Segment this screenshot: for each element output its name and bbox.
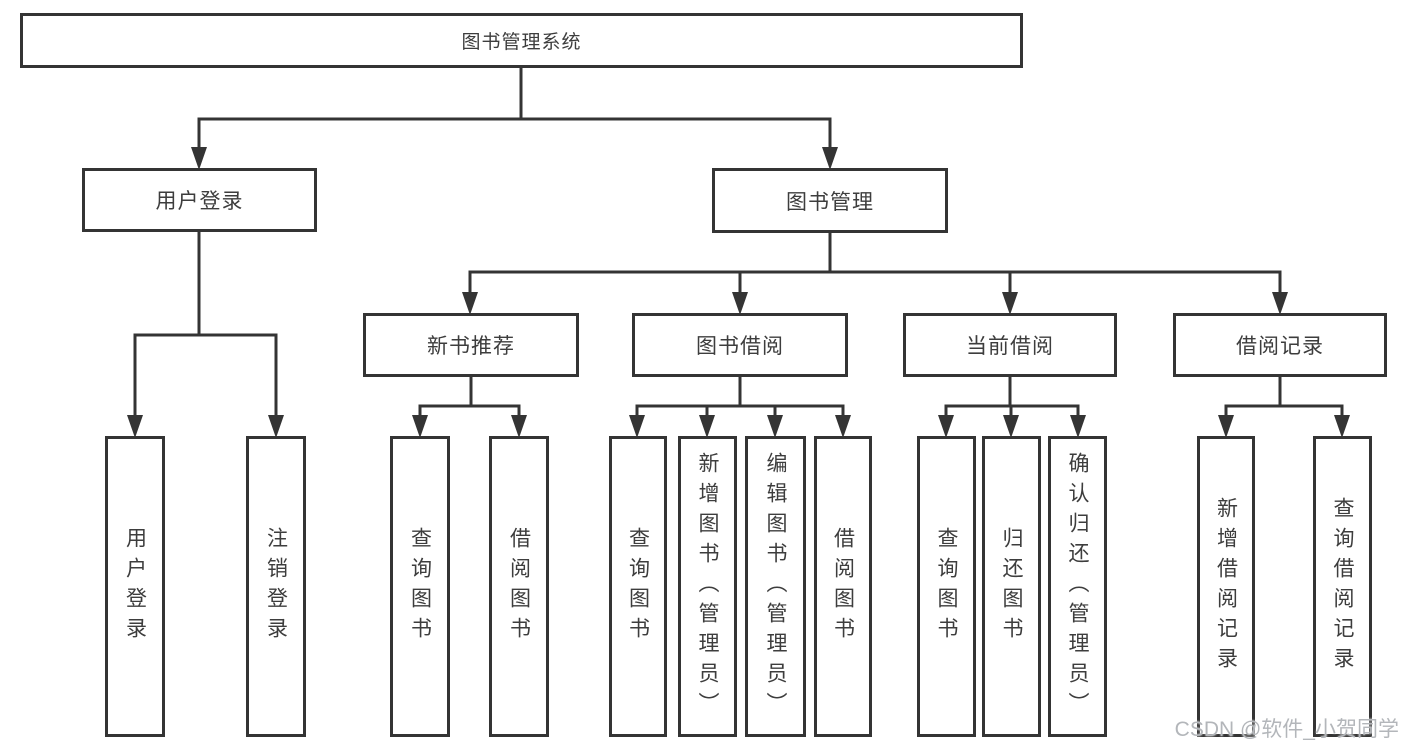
- node-label: 借阅图书: [507, 526, 531, 647]
- node-label: 用户登录: [155, 190, 244, 213]
- node-label: 新增借阅记录: [1214, 496, 1238, 677]
- leaf-add-books-admin: 新增图书（管理员）: [678, 436, 737, 737]
- leaf-borrow-books: 借阅图书: [814, 436, 872, 737]
- leaf-query-borrow-record: 查询借阅记录: [1313, 436, 1372, 737]
- node-label: 图书管理系统: [461, 32, 582, 53]
- leaf-query-books-borrow: 查询图书: [609, 436, 667, 737]
- node-label: 确认归还（管理员）: [1066, 451, 1090, 722]
- leaf-confirm-return-admin: 确认归还（管理员）: [1048, 436, 1107, 737]
- node-label: 新增图书（管理员）: [696, 451, 720, 722]
- node-label: 查询借阅记录: [1331, 496, 1355, 677]
- leaf-query-books-recommend: 查询图书: [390, 436, 450, 737]
- node-label: 新书推荐: [427, 335, 515, 358]
- node-label: 查询图书: [408, 526, 432, 647]
- node-library-management-system: 图书管理系统: [20, 13, 1023, 68]
- node-new-book-recommendation: 新书推荐: [363, 313, 579, 377]
- csdn-watermark: CSDN @软件_小贺同学: [1174, 718, 1399, 741]
- node-label: 借阅记录: [1236, 335, 1324, 358]
- node-label: 借阅图书: [831, 526, 855, 647]
- node-label: 图书管理: [786, 190, 874, 214]
- leaf-user-login: 用户登录: [105, 436, 165, 737]
- node-label: 归还图书: [1000, 526, 1024, 647]
- node-current-borrowing: 当前借阅: [903, 313, 1117, 377]
- node-label: 编辑图书（管理员）: [764, 451, 788, 722]
- leaf-query-books-current: 查询图书: [917, 436, 976, 737]
- node-label: 注销登录: [264, 526, 288, 647]
- node-label: 查询图书: [626, 526, 650, 647]
- node-label: 图书借阅: [696, 335, 784, 358]
- node-book-management: 图书管理: [712, 168, 948, 233]
- node-label: 查询图书: [935, 526, 959, 647]
- leaf-edit-books-admin: 编辑图书（管理员）: [745, 436, 806, 737]
- node-label: 用户登录: [123, 526, 147, 647]
- node-label: 当前借阅: [966, 335, 1054, 358]
- node-book-borrowing: 图书借阅: [632, 313, 848, 377]
- leaf-borrow-books-recommend: 借阅图书: [489, 436, 549, 737]
- node-borrowing-records: 借阅记录: [1173, 313, 1387, 377]
- leaf-add-borrow-record: 新增借阅记录: [1197, 436, 1255, 737]
- leaf-return-books: 归还图书: [982, 436, 1041, 737]
- leaf-logout: 注销登录: [246, 436, 306, 737]
- node-user-login: 用户登录: [82, 168, 317, 232]
